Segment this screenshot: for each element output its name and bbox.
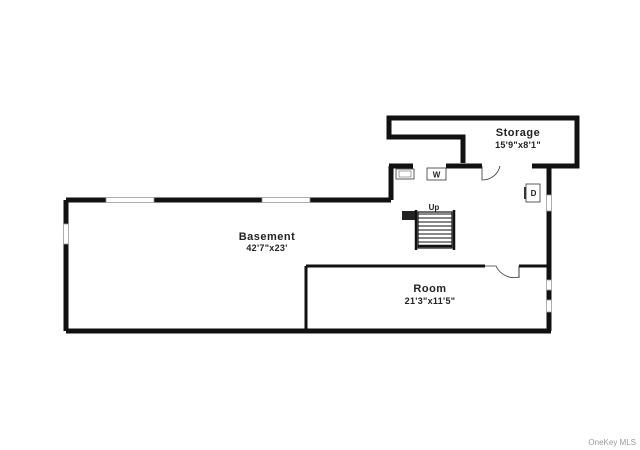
window-basement-left (63, 223, 69, 245)
window-basement-top-2 (261, 197, 311, 203)
washer (426, 167, 447, 181)
room-name-basement: Basement (239, 231, 296, 243)
room-walls (304, 264, 549, 331)
utility-fixtures: W D (395, 167, 541, 220)
utility-block (402, 211, 416, 220)
stairs (414, 210, 456, 250)
room-name-room: Room (413, 283, 446, 295)
stairs-label: Up (429, 203, 440, 212)
washer-label: W (433, 171, 441, 180)
sink (395, 168, 415, 180)
window-right-lower-1 (546, 279, 552, 291)
door-storage (481, 165, 501, 181)
storage-walls (386, 115, 580, 169)
door-room (485, 265, 520, 278)
room-name-storage: Storage (496, 127, 540, 139)
room-dims-room: 21'3"x11'5" (405, 296, 456, 306)
window-basement-top-1 (105, 197, 155, 203)
room-dims-storage: 15'9"x8'1" (495, 140, 541, 150)
exterior-walls (63, 163, 552, 334)
window-right-upper (546, 194, 552, 212)
dryer-label: D (531, 189, 537, 198)
doors (481, 165, 520, 278)
window-right-lower-2 (546, 299, 552, 313)
room-dims-basement: 42'7"x23' (246, 243, 287, 253)
watermark: OneKey MLS (588, 438, 636, 447)
windows (63, 194, 552, 313)
